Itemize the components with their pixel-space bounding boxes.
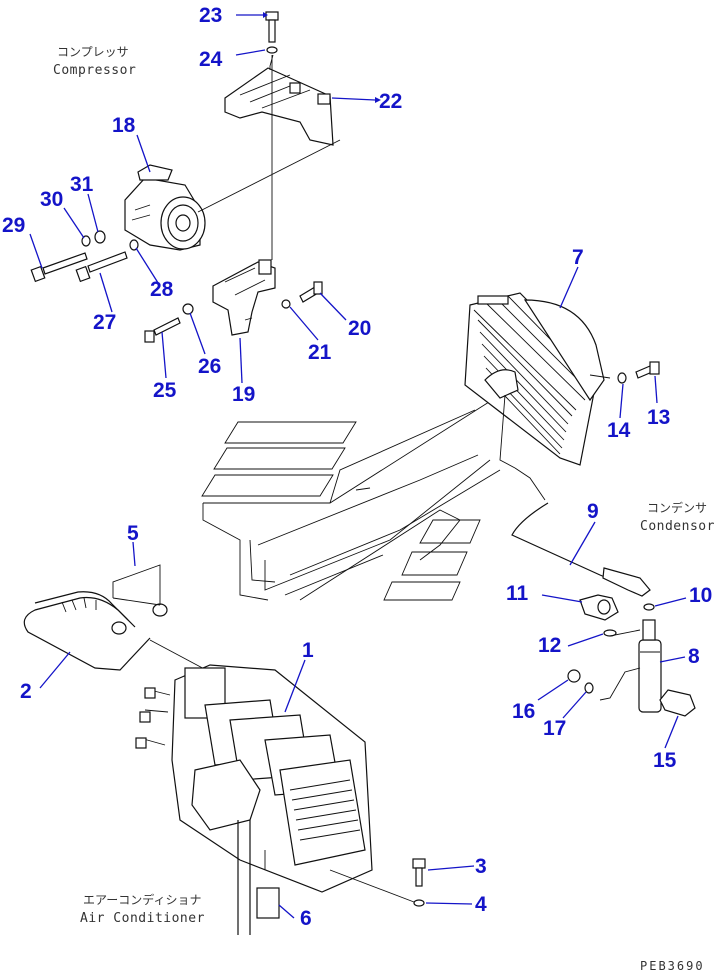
callout-29: 29: [2, 214, 25, 237]
bolt-23: [265, 11, 279, 43]
insulation-6: [256, 887, 280, 919]
condenser: [464, 292, 611, 501]
callout-6: 6: [300, 907, 312, 930]
callout-3: 3: [475, 855, 487, 878]
callout-10: 10: [689, 584, 712, 607]
clamp-15: [659, 689, 696, 717]
compressor-label-jp: コンプレッサ: [57, 45, 129, 59]
drawing-code: PEB3690: [640, 959, 705, 973]
callout-15: 15: [653, 749, 677, 772]
callout-16: 16: [512, 700, 535, 723]
hose-9: [511, 502, 613, 581]
air-conditioner-unit: [135, 664, 373, 935]
callout-12: 12: [538, 634, 561, 657]
washer-14: [617, 372, 627, 384]
oring-10: [643, 603, 655, 611]
nut-31: [94, 230, 106, 244]
aircon-label-jp: エアーコンディショナ: [83, 892, 201, 907]
condensor-label-jp: コンデンサ: [647, 500, 707, 515]
callout-17: 17: [543, 717, 566, 740]
hose-clamp-5a: [111, 621, 127, 635]
callout-5: 5: [127, 522, 139, 545]
receiver-guide: [599, 667, 641, 701]
callout-20: 20: [348, 317, 371, 340]
washer-28: [129, 239, 139, 251]
callout-27: 27: [93, 311, 116, 334]
hose-9-fitting: [602, 567, 651, 597]
hose-clamp-5b: [152, 603, 168, 617]
compressor: [124, 139, 341, 251]
callout-25: 25: [153, 379, 177, 402]
washer-17: [584, 682, 594, 694]
washer-4: [413, 899, 425, 907]
bolt-20: [299, 281, 323, 303]
callout-leaders: [29, 12, 687, 919]
callout-22: 22: [379, 90, 402, 113]
callout-19: 19: [232, 383, 255, 406]
compressor-lower-bracket: [212, 259, 276, 336]
bolt-3: [412, 858, 426, 887]
washer-30: [81, 235, 91, 247]
bolt-27: [75, 251, 128, 283]
callout-9: 9: [587, 500, 599, 523]
callout-31: 31: [70, 173, 94, 196]
part-callouts: 23 24 22 18 31 30 29 28 27 25 26 19 21 2…: [2, 4, 712, 930]
callout-21: 21: [308, 341, 332, 364]
washer-26: [182, 303, 194, 315]
bolt-25: [144, 317, 181, 343]
callout-1: 1: [302, 639, 314, 662]
bolt-29: [30, 252, 88, 283]
nut-16: [567, 669, 581, 683]
callout-14: 14: [607, 419, 631, 442]
compressor-label-en: Compressor: [53, 63, 136, 78]
aircon-label-en: Air Conditioner: [80, 911, 205, 926]
callout-26: 26: [198, 355, 221, 378]
clamp-5-leader-box: [112, 564, 161, 606]
cab-outline: [201, 394, 501, 601]
callout-2: 2: [20, 680, 32, 703]
washer-24: [266, 46, 278, 54]
callout-4: 4: [475, 893, 487, 916]
callout-18: 18: [112, 114, 136, 137]
callout-11: 11: [506, 582, 529, 605]
bolt-13: [635, 361, 660, 379]
washer-21: [281, 299, 291, 309]
callout-13: 13: [647, 406, 670, 429]
heater-hose-2: [23, 596, 151, 671]
callout-30: 30: [40, 188, 63, 211]
compressor-upper-bracket: [224, 54, 334, 146]
fitting-11: [579, 594, 619, 621]
callout-8: 8: [688, 645, 700, 668]
receiver-drier: [638, 619, 662, 713]
callout-24: 24: [199, 48, 223, 71]
condensor-label-en: Condensor: [640, 519, 715, 534]
callout-28: 28: [150, 278, 174, 301]
callout-7: 7: [572, 246, 584, 269]
callout-23: 23: [199, 4, 222, 27]
